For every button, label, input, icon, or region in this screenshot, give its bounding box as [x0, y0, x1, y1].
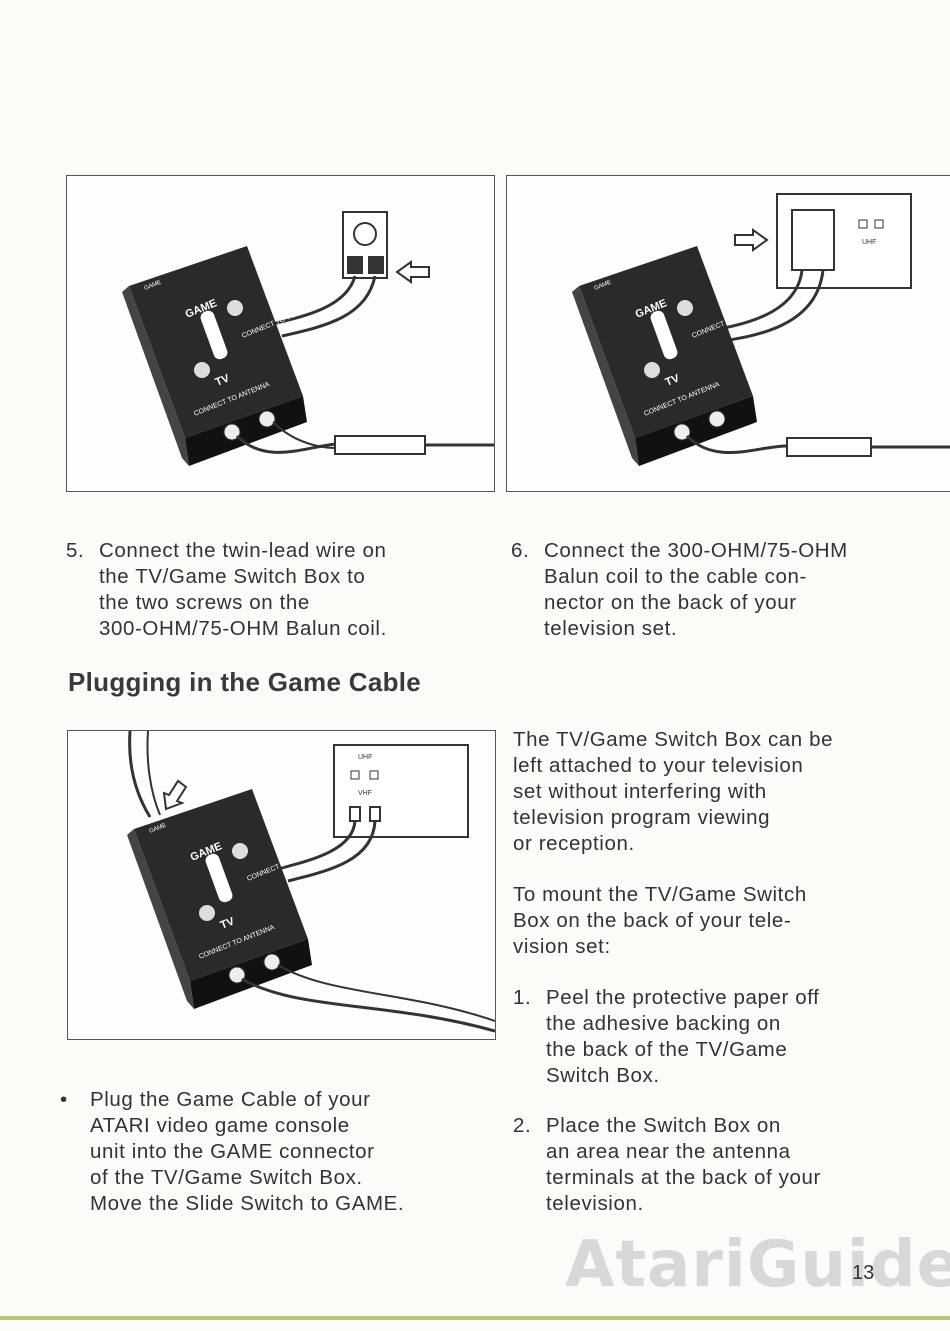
bullet-game-cable: • Plug the Game Cable of your ATARI vide…	[60, 1087, 490, 1222]
section-heading: Plugging in the Game Cable	[68, 667, 422, 697]
step-5: 5. Connect the twin-lead wire on the TV/…	[66, 538, 476, 648]
step-text: Peel the protective paper off the adhesi…	[546, 986, 820, 1087]
tv-label: TV	[214, 372, 232, 389]
figure-balun-to-tv: UHF GAME TV CONNECT TO TV VHF CONNECT TO…	[506, 175, 950, 492]
step-6: 6. Connect the 300-OHM/75-OHM Balun coil…	[511, 538, 931, 648]
uhf-label: UHF	[358, 754, 372, 761]
mount-step-2: 2. Place the Switch Box on an area near …	[513, 1113, 933, 1223]
bottom-rule	[0, 1316, 950, 1320]
step-text: Connect the 300-OHM/75-OHM Balun coil to…	[544, 539, 848, 640]
step-number: 1.	[513, 986, 532, 1009]
step-number: 5.	[66, 539, 85, 562]
paragraph-mount-intro: To mount the TV/Game Switch Box on the b…	[513, 883, 807, 958]
figure-balun-connection: GAME TV CONNECT TO TV VHF CONNECT TO ANT…	[66, 175, 495, 492]
step-text: Connect the twin-lead wire on the TV/Gam…	[99, 539, 387, 640]
switch-box-illustration-3: UHF VHF GAME TV CONNECT TO TV VHF CONNEC…	[127, 731, 495, 1033]
atariguide-watermark: AtariGuide	[565, 1228, 950, 1302]
vhf-label-panel: VHF	[358, 790, 372, 797]
step-text: Place the Switch Box on an area near the…	[546, 1114, 821, 1215]
paragraph-attached: The TV/Game Switch Box can be left attac…	[513, 728, 834, 855]
switch-box-illustration-2: UHF GAME TV CONNECT TO TV VHF CONNECT TO…	[572, 193, 950, 466]
step-number: 6.	[511, 539, 530, 562]
step-number: 2.	[513, 1114, 532, 1137]
bullet-symbol: •	[60, 1088, 68, 1111]
mount-step-1: 1. Peel the protective paper off the adh…	[513, 985, 933, 1095]
uhf-label: UHF	[862, 239, 876, 246]
tv-label: TV	[664, 372, 682, 389]
switch-box-illustration-1: GAME TV CONNECT TO TV VHF CONNECT TO ANT…	[122, 211, 494, 466]
figure-game-cable: UHF VHF GAME TV CONNECT TO TV VHF CONNEC…	[67, 730, 496, 1040]
page-number: 13	[852, 1262, 875, 1284]
bullet-text: Plug the Game Cable of your ATARI video …	[90, 1088, 405, 1215]
tv-label: TV	[219, 915, 237, 932]
